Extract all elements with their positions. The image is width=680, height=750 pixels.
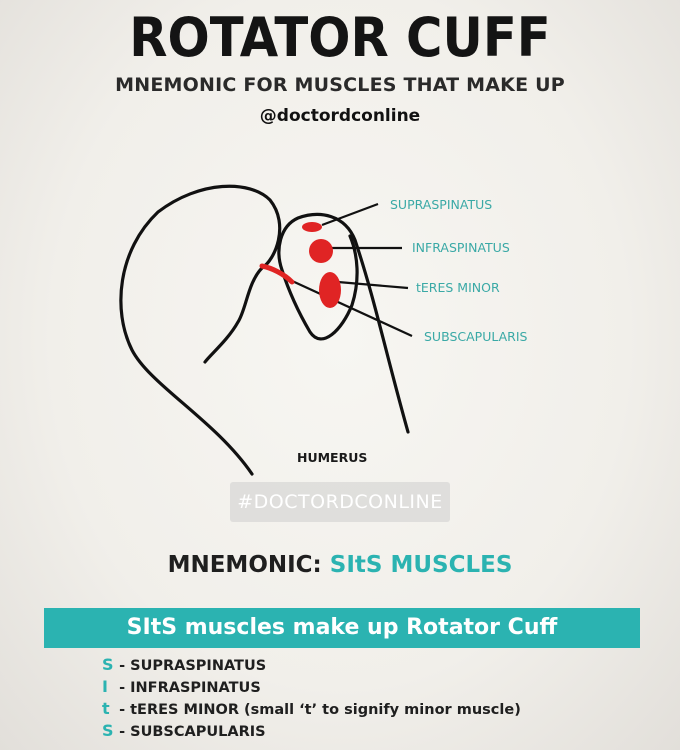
label-supraspinatus: SUPRASPINATUS — [390, 197, 492, 212]
list-letter: S — [102, 655, 114, 674]
list-letter: I — [102, 677, 108, 696]
page-subtitle: MNEMONIC FOR MUSCLES THAT MAKE UP — [115, 74, 565, 96]
teres-minor-marker — [319, 272, 341, 308]
list-text: - tERES MINOR (small ‘t’ to signify mino… — [119, 702, 521, 718]
label-subscapularis: SUBSCAPULARIS — [424, 329, 528, 344]
humerus-outline — [119, 184, 282, 476]
summary-banner: SItS muscles make up Rotator Cuff — [44, 608, 640, 648]
author-handle: @doctordconline — [259, 106, 421, 126]
muscle-list: S - SUPRASPINATUS I - INFRASPINATUS t - … — [102, 654, 521, 742]
label-humerus: HUMERUS — [297, 450, 367, 465]
subscapularis-leader — [289, 279, 413, 337]
subscapularis-marker — [259, 263, 295, 285]
page-title: ROTATOR CUFF — [129, 6, 551, 69]
supraspinatus-leader — [321, 202, 379, 227]
list-item: S - SUPRASPINATUS — [102, 654, 521, 676]
list-text: - INFRASPINATUS — [119, 680, 261, 696]
list-item: I - INFRASPINATUS — [102, 676, 521, 698]
list-text: - SUPRASPINATUS — [119, 658, 267, 674]
list-item: S - SUBSCAPULARIS — [102, 720, 521, 742]
list-letter: S — [102, 721, 114, 740]
teres-minor-leader — [337, 280, 409, 290]
label-infraspinatus: INFRASPINATUS — [412, 240, 510, 255]
scapula-outline — [277, 212, 410, 434]
list-item: t - tERES MINOR (small ‘t’ to signify mi… — [102, 698, 521, 720]
list-letter: t — [102, 699, 110, 718]
supraspinatus-marker — [302, 222, 322, 232]
mnemonic-prefix: MNEMONIC: — [167, 552, 322, 578]
mnemonic-highlight: SItS MUSCLES — [329, 552, 513, 578]
watermark: #DOCTORDCONLINE — [230, 482, 450, 522]
label-teres-minor: tERES MINOR — [416, 280, 500, 295]
infraspinatus-marker — [309, 239, 333, 263]
list-text: - SUBSCAPULARIS — [119, 724, 266, 740]
mnemonic-heading: MNEMONIC: SItS MUSCLES — [0, 552, 680, 578]
